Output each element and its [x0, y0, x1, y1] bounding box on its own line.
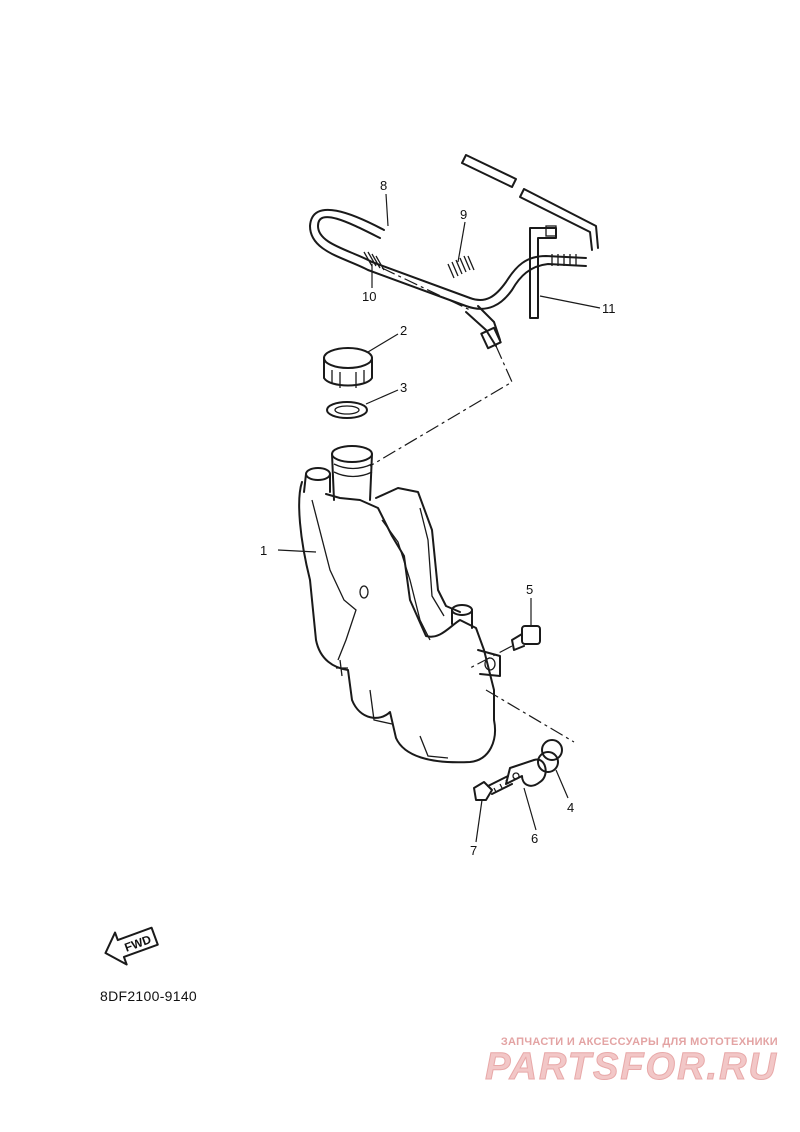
grommet-4 — [537, 739, 563, 773]
callout-7: 7 — [470, 843, 477, 858]
callout-9: 9 — [460, 207, 467, 222]
callout-11: 11 — [602, 301, 616, 316]
watermark: ЗАПЧАСТИ И АКСЕССУАРЫ ДЛЯ МОТОТЕХНИКИ PA… — [485, 1036, 778, 1089]
corrugated-section-10 — [363, 251, 385, 271]
bolt-5 — [511, 625, 541, 651]
callout-5: 5 — [526, 582, 533, 597]
corrugated-section-right — [551, 254, 577, 266]
callout-8: 8 — [380, 178, 387, 193]
watermark-brand: PARTSFOR.RU — [485, 1046, 778, 1089]
callout-6: 6 — [531, 831, 538, 846]
callout-3: 3 — [400, 380, 407, 395]
clamp-6 — [505, 758, 547, 787]
reservoir-tank — [298, 445, 501, 764]
tank-cap — [323, 347, 373, 388]
corrugated-section-9 — [447, 255, 475, 279]
callout-4: 4 — [567, 800, 574, 815]
watermark-tagline: ЗАПЧАСТИ И АКСЕССУАРЫ ДЛЯ МОТОТЕХНИКИ — [500, 1036, 778, 1048]
callout-10: 10 — [362, 289, 376, 304]
callout-1: 1 — [260, 543, 267, 558]
callout-2: 2 — [400, 323, 407, 338]
fwd-arrow-icon: FWD — [104, 926, 159, 966]
assembly-line-bolt-5 — [469, 645, 513, 669]
seal-ring — [326, 401, 368, 419]
assembly-line-grommet — [485, 689, 575, 743]
breather-hose-assembly — [309, 154, 599, 350]
assembly-line-hose — [369, 345, 513, 467]
leader-lines — [277, 193, 601, 843]
hose-bracket-11 — [529, 225, 557, 319]
diagram-part-code: 8DF2100-9140 — [100, 988, 197, 1004]
bolt-7 — [473, 775, 513, 801]
